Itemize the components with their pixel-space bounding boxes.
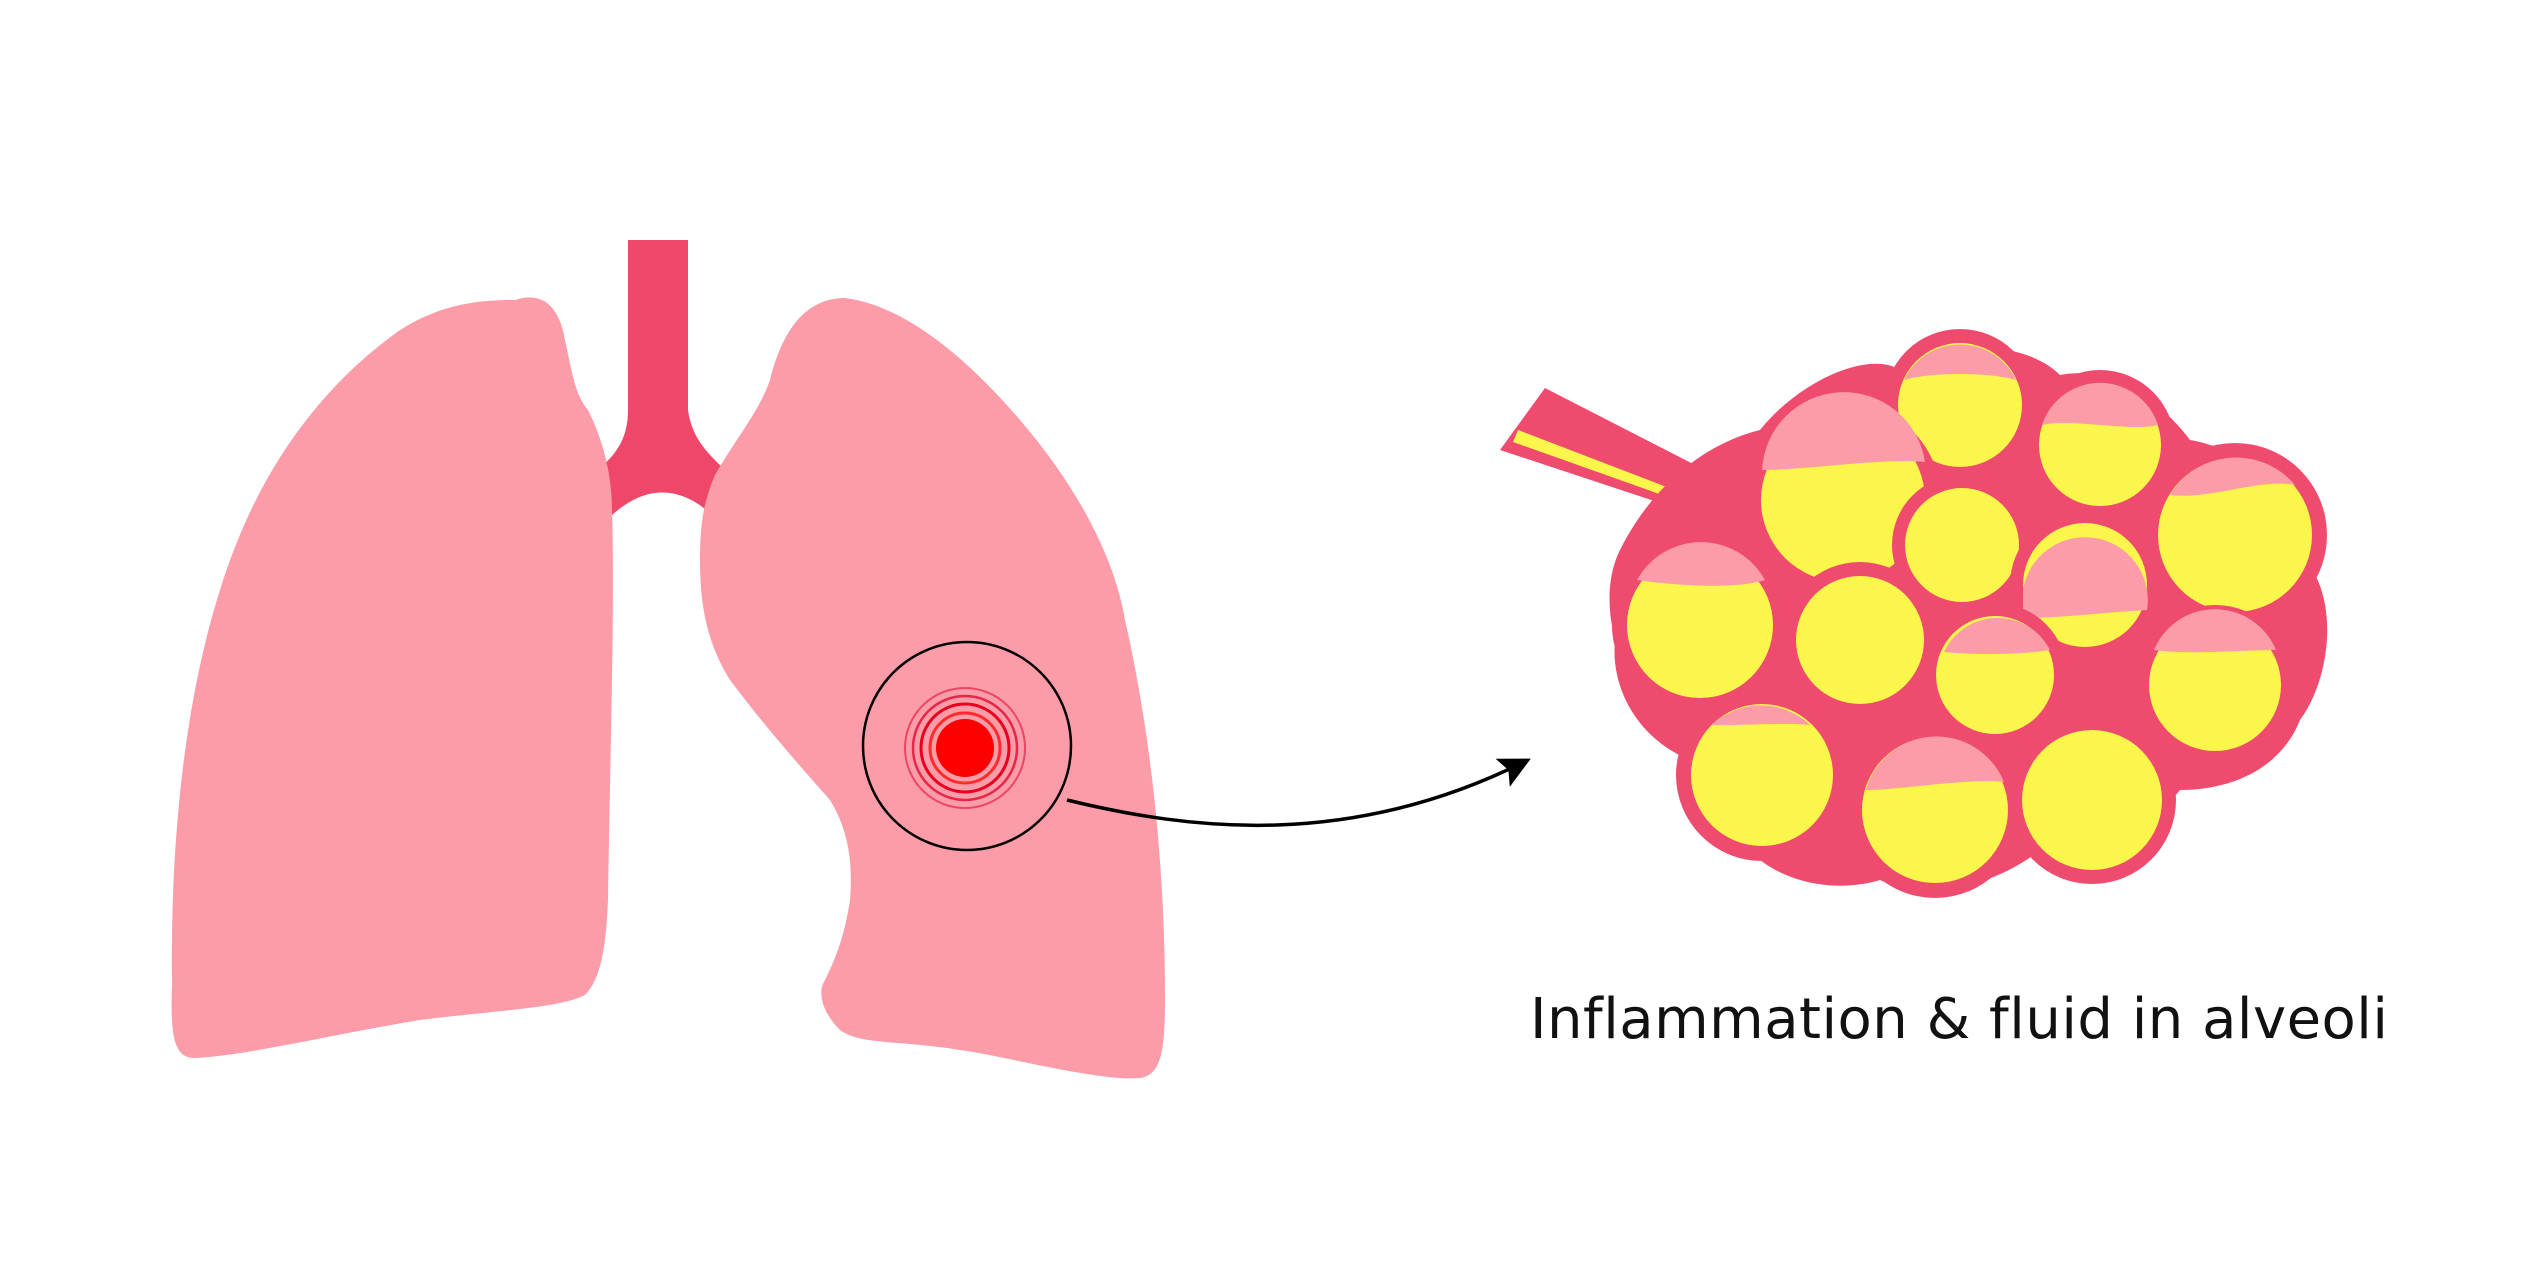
alveolus — [2008, 716, 2176, 884]
alveolus — [2010, 510, 2160, 660]
alveolus — [2135, 605, 2295, 765]
alveolus — [1612, 537, 1788, 713]
inflammation-marker — [861, 640, 1073, 852]
alveolus — [1782, 562, 1938, 718]
alveolus — [1847, 722, 2023, 898]
right-lung — [700, 298, 1165, 1079]
alveolus — [2025, 370, 2175, 520]
alveoli-cluster — [1609, 329, 2328, 898]
alveolus — [1745, 392, 1941, 598]
alveolus — [1923, 603, 2067, 747]
alveolus — [1676, 689, 1848, 861]
alveolus — [1892, 475, 2032, 615]
alveolus — [2143, 443, 2327, 627]
pointer-arrow — [1066, 758, 1531, 827]
caption-text: Inflammation & fluid in alveoli — [1530, 987, 2389, 1052]
trachea — [598, 240, 725, 515]
left-lung — [171, 297, 613, 1059]
